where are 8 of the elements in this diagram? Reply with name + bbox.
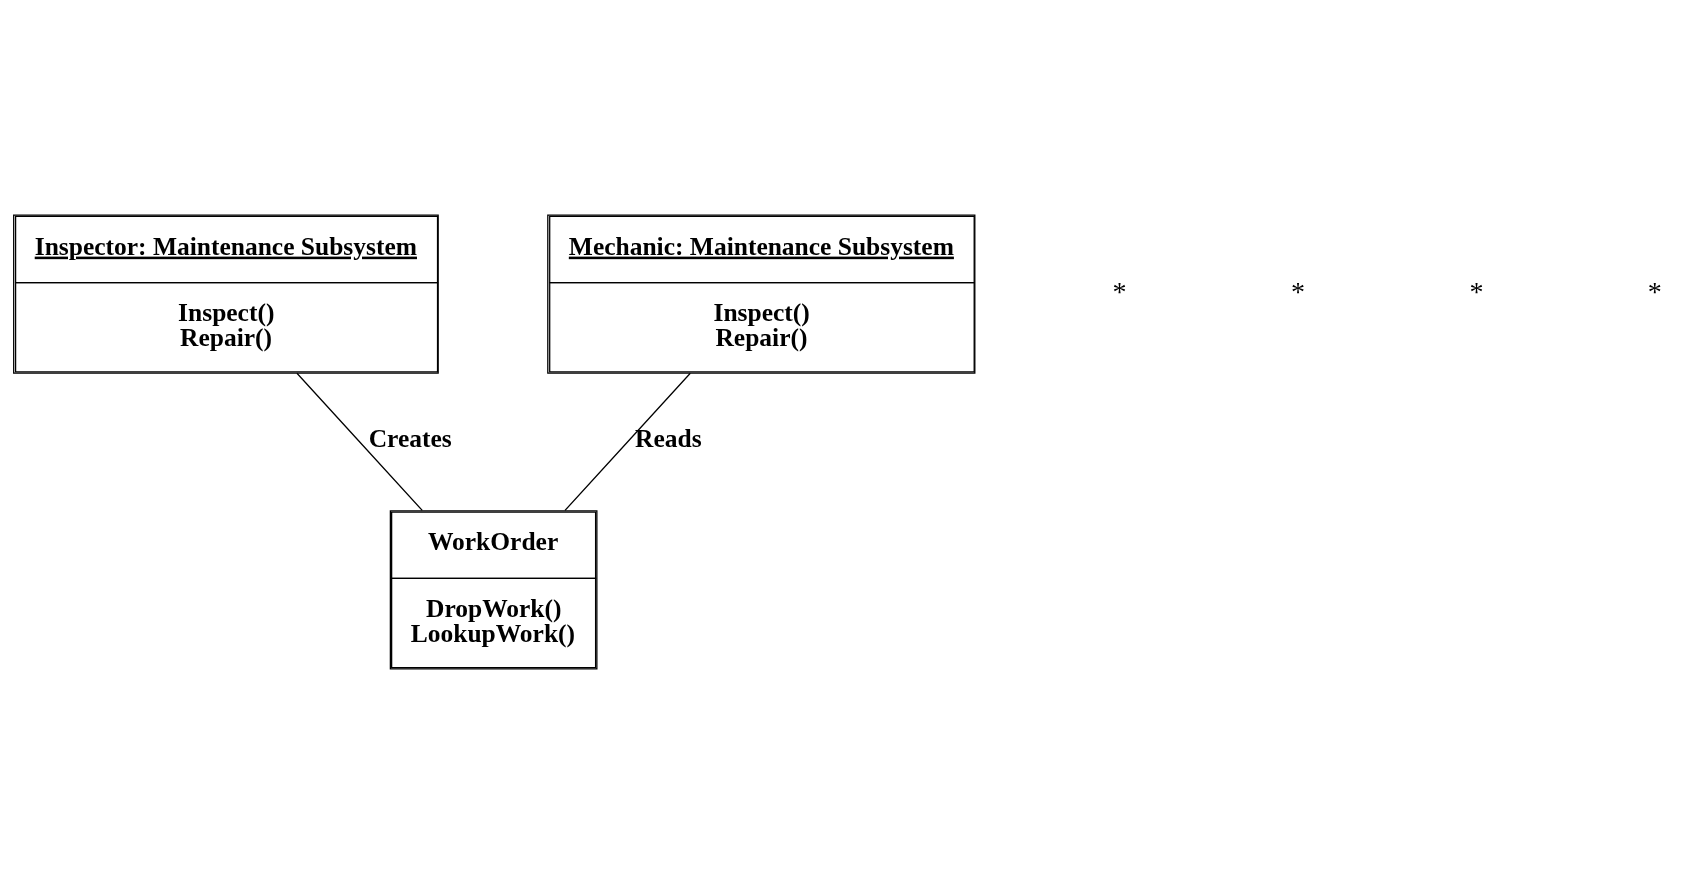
edge-label: Reads: [635, 424, 702, 454]
label: *: [1112, 276, 1127, 308]
label: *: [1290, 276, 1305, 308]
connector: [564, 372, 691, 512]
connector: [296, 372, 423, 512]
edge-label: Creates: [368, 424, 452, 454]
label: *: [1647, 276, 1662, 308]
label: *: [1469, 276, 1484, 308]
